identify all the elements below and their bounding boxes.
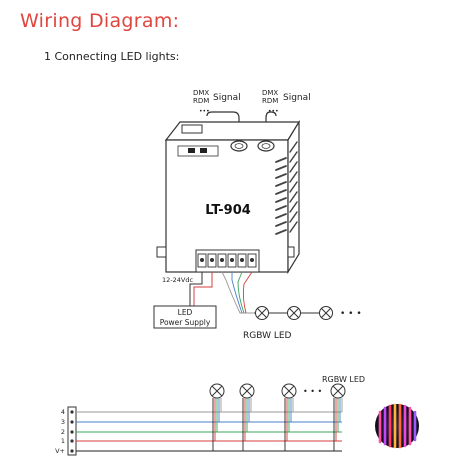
bottom-led-label: RGBW LED bbox=[322, 375, 365, 384]
led-chain-dots: • • • bbox=[340, 309, 362, 319]
controller-box bbox=[156, 119, 301, 275]
port-2-dots: ••• bbox=[268, 108, 279, 115]
led-chain bbox=[254, 306, 333, 320]
bulb-drops bbox=[212, 398, 343, 451]
led-bulb bbox=[287, 306, 301, 320]
bottom-led-dots: • • • bbox=[303, 387, 322, 396]
port-1-signal-label: Signal bbox=[213, 93, 241, 103]
bottom-led-bulb bbox=[330, 383, 346, 399]
connector-block bbox=[67, 406, 77, 456]
bus-lines bbox=[76, 411, 342, 452]
port-1-dots: ••• bbox=[199, 108, 210, 115]
led-bulb bbox=[319, 306, 333, 320]
power-supply-box bbox=[153, 305, 217, 329]
svg-text:3: 3 bbox=[61, 418, 65, 426]
pin-labels: 4 3 2 1 V+ bbox=[55, 408, 65, 455]
signal-cable-2 bbox=[265, 111, 277, 140]
led-tube-photo bbox=[375, 403, 419, 449]
page-title: Wiring Diagram: bbox=[20, 10, 180, 32]
svg-text:2: 2 bbox=[61, 428, 65, 436]
bottom-led-bulb bbox=[209, 383, 225, 399]
power-supply-label-2: Power Supply bbox=[160, 318, 211, 327]
voltage-label: 12-24Vdc bbox=[162, 276, 193, 284]
signal-port-1 bbox=[230, 140, 248, 152]
port-1-dmx-label: DMX bbox=[193, 89, 209, 97]
signal-port-2 bbox=[257, 140, 275, 152]
led-bulb bbox=[255, 306, 269, 320]
led-output-wires bbox=[221, 271, 254, 314]
port-2-rdm-label: RDM bbox=[262, 97, 278, 105]
led-chain-label: RGBW LED bbox=[243, 331, 292, 341]
port-2-dmx-label: DMX bbox=[262, 89, 278, 97]
power-supply-label-1: LED bbox=[178, 308, 193, 317]
section-subtitle: 1 Connecting LED lights: bbox=[44, 50, 180, 63]
bottom-led-bulb bbox=[281, 383, 297, 399]
model-label: LT-904 bbox=[205, 203, 251, 218]
terminal-block bbox=[195, 249, 260, 273]
port-1-rdm-label: RDM bbox=[193, 97, 209, 105]
bottom-led-bulb bbox=[239, 383, 255, 399]
svg-text:4: 4 bbox=[61, 408, 65, 416]
signal-cable-1 bbox=[206, 111, 240, 140]
svg-text:V+: V+ bbox=[55, 447, 65, 455]
power-wires bbox=[189, 272, 213, 306]
port-2-signal-label: Signal bbox=[283, 93, 311, 103]
svg-text:1: 1 bbox=[61, 437, 65, 445]
